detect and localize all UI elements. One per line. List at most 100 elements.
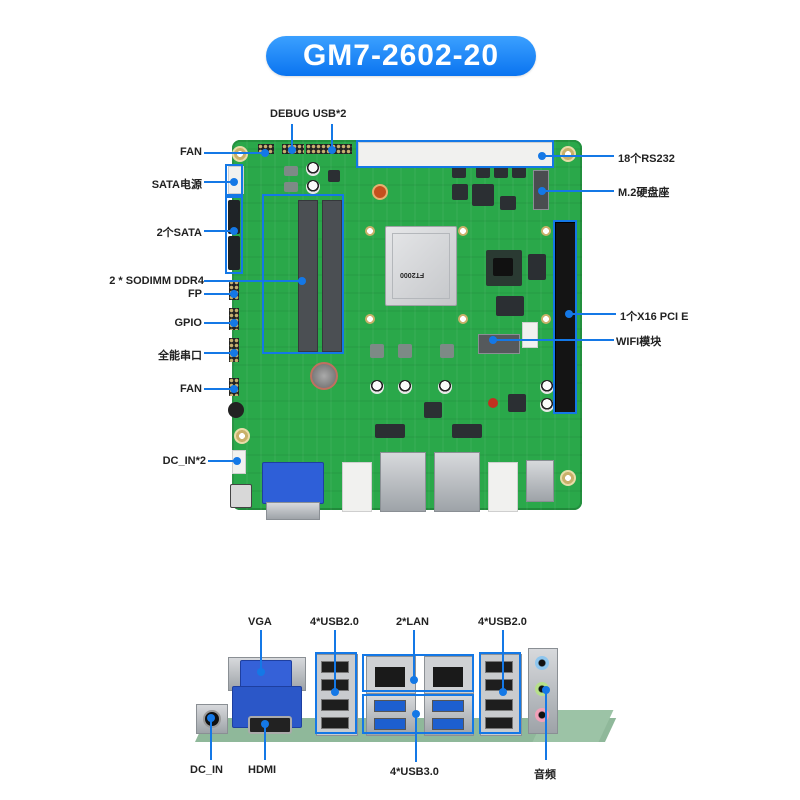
leader-line xyxy=(545,688,547,760)
ic-chip xyxy=(476,166,490,178)
cmos-battery xyxy=(310,362,338,390)
capacitor xyxy=(306,180,320,194)
rs232-highlight xyxy=(356,140,554,168)
mounting-hole xyxy=(458,226,468,236)
sata-power-highlight xyxy=(225,164,243,196)
leader-line xyxy=(334,630,336,692)
leader-line xyxy=(331,124,333,150)
label-serial: 全能串口 xyxy=(158,350,202,362)
capacitor xyxy=(540,398,554,412)
leader-line xyxy=(502,630,504,692)
leader-line xyxy=(204,293,234,295)
leader-dot xyxy=(230,385,238,393)
ic-chip xyxy=(508,394,526,412)
ic-chip xyxy=(452,184,468,200)
rj45-usb-stack xyxy=(434,452,480,512)
ic-chip xyxy=(452,166,466,178)
capacitor xyxy=(306,162,320,176)
ic-chip xyxy=(424,402,442,418)
leader-dot xyxy=(565,310,573,318)
label-fp: FP xyxy=(187,288,202,300)
buzzer xyxy=(228,402,244,418)
label-fan-bottom: FAN xyxy=(180,383,202,395)
label-audio: 音频 xyxy=(534,769,556,781)
smd-component xyxy=(284,166,298,176)
rj45-usb-stack xyxy=(380,452,426,512)
leader-line xyxy=(204,280,302,282)
leader-dot xyxy=(331,688,339,696)
leader-dot xyxy=(261,720,269,728)
label-hdmi: HDMI xyxy=(248,764,277,776)
cpu-chip: FT2000 xyxy=(385,226,457,306)
ic-chip xyxy=(512,166,526,178)
smd-component xyxy=(284,182,298,192)
leader-dot xyxy=(538,187,546,195)
usb3-port xyxy=(432,718,464,730)
label-sata: 2个SATA xyxy=(156,227,202,239)
leader-line xyxy=(204,352,234,354)
label-usb20-right: 4*USB2.0 xyxy=(478,616,527,628)
red-standoff xyxy=(488,398,498,408)
label-pcie: 1个X16 PCI E xyxy=(620,311,689,323)
leader-line xyxy=(204,152,264,154)
leader-dot xyxy=(230,227,238,235)
capacitor xyxy=(398,380,412,394)
label-gpio: GPIO xyxy=(174,317,202,329)
leader-dot xyxy=(257,668,265,676)
label-usb20-left: 4*USB2.0 xyxy=(310,616,359,628)
mounting-hole xyxy=(234,428,250,444)
leader-dot xyxy=(542,686,550,694)
leader-dot xyxy=(410,676,418,684)
vga-port xyxy=(240,660,292,688)
usb3-port xyxy=(432,700,464,712)
label-rs232: 18个RS232 xyxy=(618,153,675,165)
leader-line xyxy=(210,718,212,760)
leader-line xyxy=(204,181,234,183)
leader-line xyxy=(544,155,614,157)
leader-dot xyxy=(207,714,215,722)
usb-stack xyxy=(342,462,372,512)
sodimm-slot xyxy=(322,200,342,352)
inductor xyxy=(440,344,454,358)
leader-line xyxy=(544,190,614,192)
leader-line xyxy=(204,230,234,232)
label-debug-usb: DEBUG USB*2 xyxy=(270,108,347,120)
label-m2: M.2硬盘座 xyxy=(618,187,670,199)
mounting-hole xyxy=(458,314,468,324)
mounting-hole xyxy=(365,226,375,236)
rs232-connector xyxy=(358,142,554,168)
leader-dot xyxy=(230,319,238,327)
leader-dot xyxy=(538,152,546,160)
usb2-left-highlight xyxy=(315,652,357,734)
label-dc-in: DC_IN xyxy=(190,764,224,776)
ic-chip xyxy=(496,296,524,316)
leader-line xyxy=(494,339,614,341)
leader-dot xyxy=(412,710,420,718)
mounting-hole xyxy=(560,470,576,486)
inductor xyxy=(370,344,384,358)
label-sodimm: 2 * SODIMM DDR4 xyxy=(109,275,204,287)
audio-jack-blue xyxy=(535,656,549,670)
cpu-marking: FT2000 xyxy=(400,271,425,278)
leader-line xyxy=(415,714,417,762)
die xyxy=(493,258,513,276)
usb3-port xyxy=(374,718,406,730)
usb3-port xyxy=(374,700,406,712)
leader-dot xyxy=(230,290,238,298)
usb-stack xyxy=(488,462,518,512)
leader-dot xyxy=(233,457,241,465)
leader-line xyxy=(204,322,234,324)
capacitor xyxy=(370,380,384,394)
vga-shell xyxy=(266,502,320,520)
label-lan: 2*LAN xyxy=(396,616,430,628)
capacitor xyxy=(540,380,554,394)
usb2-right-highlight xyxy=(479,652,521,734)
inductor xyxy=(398,344,412,358)
ic-chip xyxy=(500,196,516,210)
product-title: GM7-2602-20 xyxy=(266,36,536,76)
leader-line xyxy=(264,724,266,760)
sata-port xyxy=(228,236,240,270)
mounting-hole xyxy=(560,146,576,162)
leader-dot xyxy=(489,336,497,344)
mounting-hole xyxy=(541,314,551,324)
